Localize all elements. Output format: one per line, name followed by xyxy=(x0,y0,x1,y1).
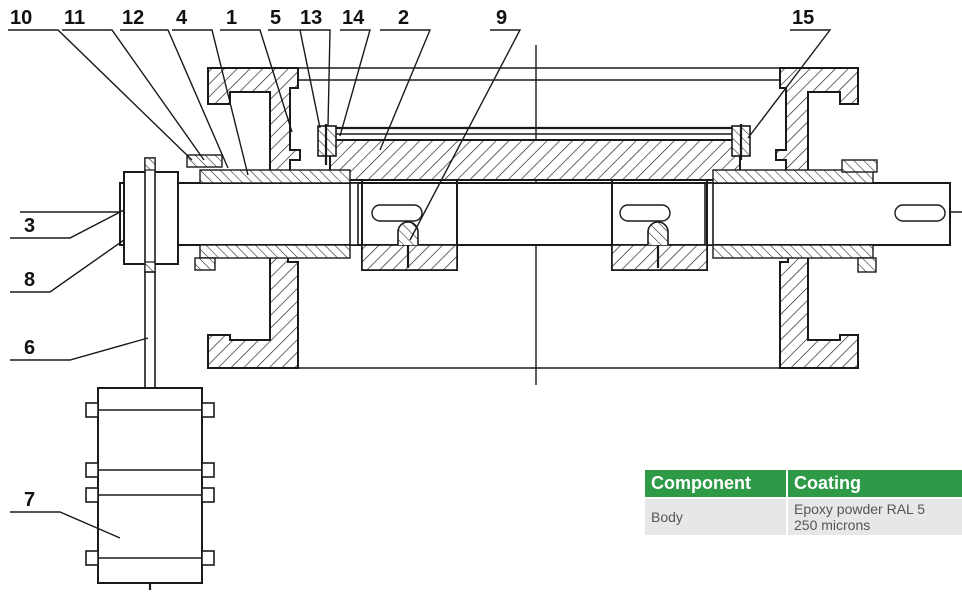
callout-12: 12 xyxy=(122,7,144,29)
shaft-bushings xyxy=(199,169,874,259)
callout-15: 15 xyxy=(792,7,814,29)
leader-lines xyxy=(8,29,832,539)
gland-bolts xyxy=(186,154,878,273)
callout-5: 5 xyxy=(270,7,281,29)
callout-13: 13 xyxy=(300,7,322,29)
callout-7: 7 xyxy=(24,489,35,511)
callout-11: 11 xyxy=(64,7,85,29)
seat-bolts xyxy=(317,124,751,165)
valve-body-upper xyxy=(207,67,859,179)
table-header-row: Component Coating xyxy=(645,470,962,498)
callout-labels: 10 11 12 4 1 5 13 14 2 9 15 3 8 6 7 xyxy=(10,7,814,511)
header-coating: Coating xyxy=(787,470,962,498)
valve-body-lower xyxy=(207,251,859,369)
disc-hubs xyxy=(361,179,708,271)
table-row: Body Epoxy powder RAL 5 250 microns xyxy=(645,497,962,535)
callout-4: 4 xyxy=(176,7,188,29)
header-component: Component xyxy=(645,470,788,498)
coating-line-1: Epoxy powder RAL 5 xyxy=(794,501,925,517)
valve-disc xyxy=(322,126,750,181)
cell-component: Body xyxy=(645,497,788,535)
callout-6: 6 xyxy=(24,337,35,359)
callout-2: 2 xyxy=(398,7,409,29)
callout-14: 14 xyxy=(342,7,365,29)
valve-shaft xyxy=(119,182,951,246)
callout-9: 9 xyxy=(496,7,507,29)
lever-hub xyxy=(123,157,179,275)
callout-3: 3 xyxy=(24,215,35,237)
callout-1: 1 xyxy=(226,7,237,29)
coating-line-2: 250 microns xyxy=(794,517,871,533)
callout-10: 10 xyxy=(10,7,32,29)
cell-coating: Epoxy powder RAL 5 250 microns xyxy=(787,497,962,535)
callout-8: 8 xyxy=(24,269,35,291)
locking-plate xyxy=(85,387,215,584)
coating-table: Component Coating Body Epoxy powder RAL … xyxy=(645,470,962,535)
